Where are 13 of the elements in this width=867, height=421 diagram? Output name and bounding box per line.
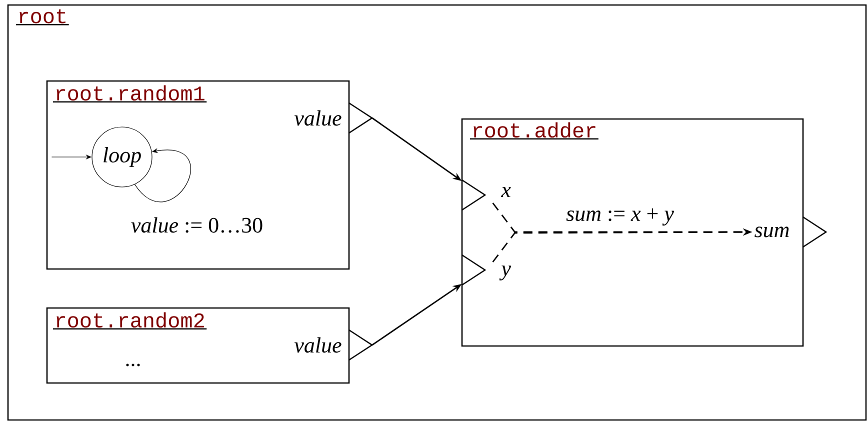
box-title: root.random2 [53,312,207,330]
port-label: sum [754,226,789,238]
edge-label: value := 0…30 [130,216,264,234]
box-title: root.adder [470,122,598,140]
port: value [294,329,374,361]
box-title: root [16,9,69,26]
box-title: root.random1 [53,85,207,102]
port: value [294,102,374,134]
port: x [462,179,511,211]
edge-label: sum := x + y [565,207,675,227]
port [802,216,828,248]
port: y [462,254,511,286]
placeholder-text: ... [126,364,140,366]
